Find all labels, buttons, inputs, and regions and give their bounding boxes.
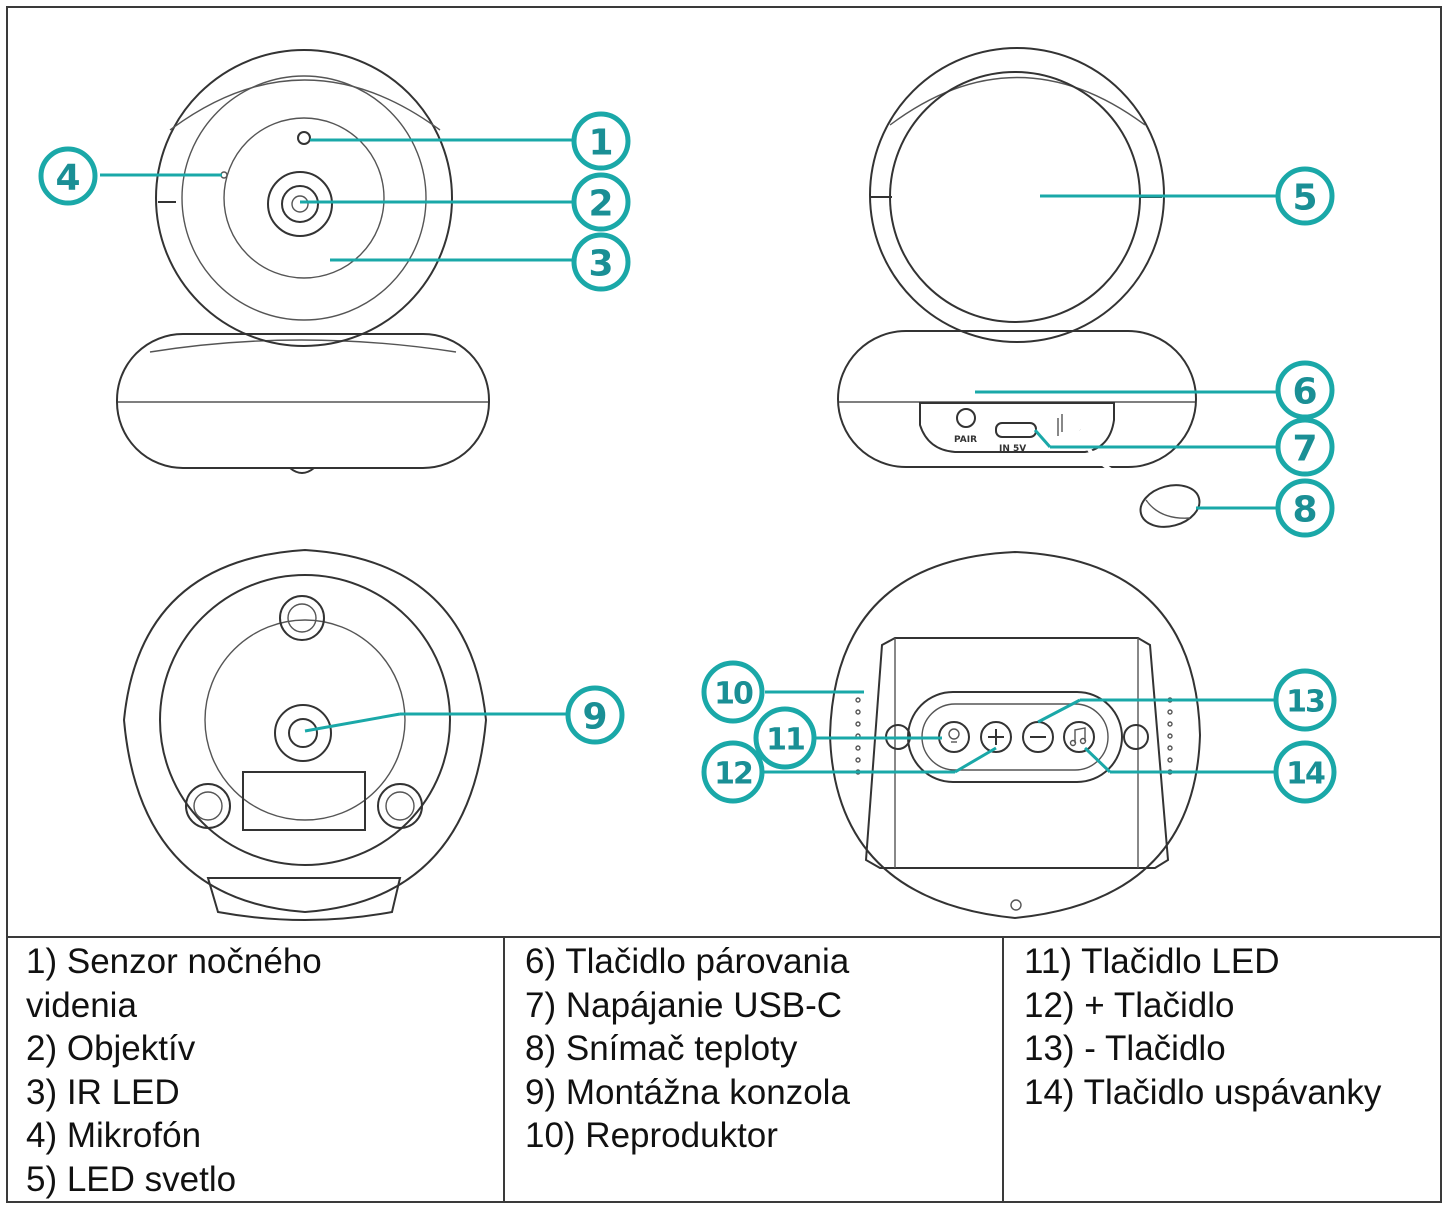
callout-5: 5 <box>1275 166 1335 226</box>
front-view <box>116 49 490 474</box>
legend-column-2: 6) Tlačidlo párovania 7) Napájanie USB-C… <box>505 938 1004 1203</box>
legend-item: 13) - Tlačidlo <box>1024 1029 1226 1068</box>
legend-item: 12) + Tlačidlo <box>1024 985 1235 1025</box>
front-base <box>116 333 490 474</box>
callout-7: 7 <box>1275 417 1335 477</box>
legend-item: 3) IR LED <box>26 1072 180 1112</box>
legend-column-1: 1) Senzor nočného videnia 2) Objektív 3)… <box>6 938 505 1203</box>
callout-9: 9 <box>565 685 625 745</box>
speaker-body <box>864 637 1170 869</box>
rubber-feet <box>185 595 423 829</box>
callout-13: 13 <box>1273 668 1337 732</box>
legend-item: 9) Montážna konzola <box>525 1072 850 1112</box>
minus-button-icon <box>1022 721 1054 753</box>
callout-3: 3 <box>571 232 631 292</box>
pair-label: PAIR <box>954 435 977 445</box>
callout-14: 14 <box>1273 740 1337 804</box>
callout-9-number: 9 <box>582 697 607 738</box>
callout-7-number: 7 <box>1292 429 1317 470</box>
pair-button <box>956 408 976 428</box>
speaker-holes-right <box>1167 697 1173 775</box>
legend-item: 7) Napájanie USB-C <box>525 985 843 1025</box>
usb-c-port <box>995 422 1037 438</box>
callout-6-number: 6 <box>1292 372 1317 413</box>
front-head <box>155 49 453 347</box>
camera-diagram: PAIR IN 5V <box>38 47 1337 921</box>
callout-5-number: 5 <box>1292 178 1317 219</box>
legend-item: 6) Tlačidlo párovania <box>525 942 850 981</box>
legend-item: 1) Senzor nočného <box>26 942 322 981</box>
night-vision-sensor <box>297 131 311 145</box>
callout-11: 11 <box>753 706 817 770</box>
callout-12: 12 <box>701 740 765 804</box>
mounting-bracket <box>274 704 332 762</box>
legend-item: 14) Tlačidlo uspávanky <box>1024 1072 1382 1112</box>
callout-8: 8 <box>1275 478 1335 538</box>
legend-item: 8) Snímač teploty <box>525 1029 798 1068</box>
callout-1: 1 <box>571 111 631 171</box>
legend-item: 2) Objektív <box>26 1029 196 1068</box>
lullaby-button-icon <box>1063 721 1095 753</box>
callout-14-number: 14 <box>1286 757 1325 792</box>
figure-frame <box>6 6 1442 1203</box>
bottom-view <box>122 548 488 921</box>
lens <box>267 171 333 237</box>
legend-item: 10) Reproduktor <box>525 1116 778 1155</box>
callout-4-number: 4 <box>55 158 80 199</box>
callout-6: 6 <box>1275 360 1335 420</box>
plus-button-icon <box>980 721 1012 753</box>
callout-3-number: 3 <box>588 244 613 285</box>
callout-1-number: 1 <box>588 123 613 164</box>
legend-item: videnia <box>26 985 137 1025</box>
parts-legend: 1) Senzor nočného videnia 2) Objektív 3)… <box>6 936 1442 1203</box>
callout-4: 4 <box>38 146 98 206</box>
bottom-label-area <box>242 771 366 831</box>
leader-lines <box>100 138 1278 774</box>
led-button-icon <box>938 721 970 753</box>
callout-11-number: 11 <box>766 723 804 758</box>
callout-10-number: 10 <box>714 677 753 712</box>
back-view: PAIR IN 5V <box>837 47 1201 528</box>
callout-2: 2 <box>571 172 631 232</box>
legend-item: 5) LED svetlo <box>26 1159 237 1199</box>
callout-13-number: 13 <box>1286 685 1324 720</box>
side-view <box>828 550 1202 920</box>
callout-2-number: 2 <box>588 184 613 225</box>
rear-port-panel <box>919 402 1115 453</box>
legend-item: 4) Mikrofón <box>26 1116 202 1155</box>
callout-8-number: 8 <box>1292 490 1317 531</box>
temperature-sensor-cable <box>1078 429 1201 528</box>
callout-10: 10 <box>701 660 765 724</box>
legend-column-3: 11) Tlačidlo LED 12) + Tlačidlo 13) - Tl… <box>1004 938 1442 1203</box>
speaker-holes-left <box>855 697 861 775</box>
power-label: IN 5V <box>999 444 1026 454</box>
callout-12-number: 12 <box>714 757 752 792</box>
legend-item: 11) Tlačidlo LED <box>1024 942 1280 981</box>
